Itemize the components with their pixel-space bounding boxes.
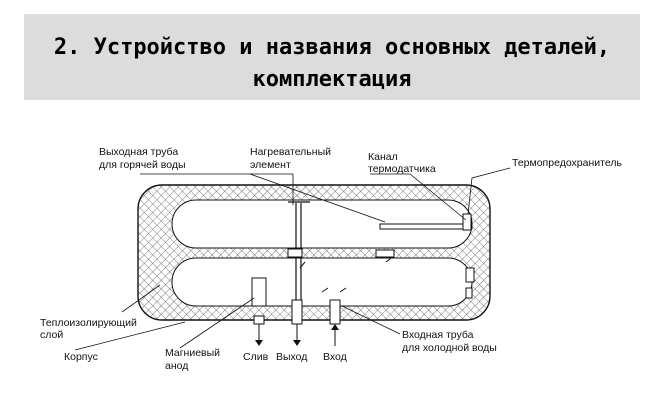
heating-element [287, 201, 310, 304]
label-drain: Слив [243, 351, 269, 363]
thermal-fuse [462, 213, 475, 299]
page-title: 2. Устройство и названия основных детале… [24, 32, 640, 96]
tank-body [137, 184, 491, 321]
sensor-channel [375, 223, 473, 258]
label-body: Корпус [64, 351, 98, 363]
label-anode: Магниевый анод [165, 347, 223, 372]
title-line-1: 2. Устройство и названия основных детале… [53, 35, 611, 60]
label-outlet-pipe: Выходная труба для горячей воды [99, 146, 186, 171]
leader-lines [74, 167, 511, 351]
label-sensor-channel: Канал термодатчика [368, 151, 436, 175]
label-inlet-pipe: Входная труба для холодной воды [402, 329, 497, 354]
label-heater: Нагревательный элемент [250, 146, 334, 171]
header-band: 2. Устройство и названия основных детале… [24, 14, 640, 100]
label-insulation: Теплоизолирующий слой [40, 317, 140, 341]
label-inlet: Вход [323, 351, 347, 363]
title-line-2: комплектация [252, 67, 412, 92]
label-thermal-fuse: Термопредохранитель [512, 157, 622, 169]
label-outlet: Выход [276, 351, 307, 363]
bottom-pipes [253, 257, 392, 346]
magnesium-anode [251, 277, 267, 307]
